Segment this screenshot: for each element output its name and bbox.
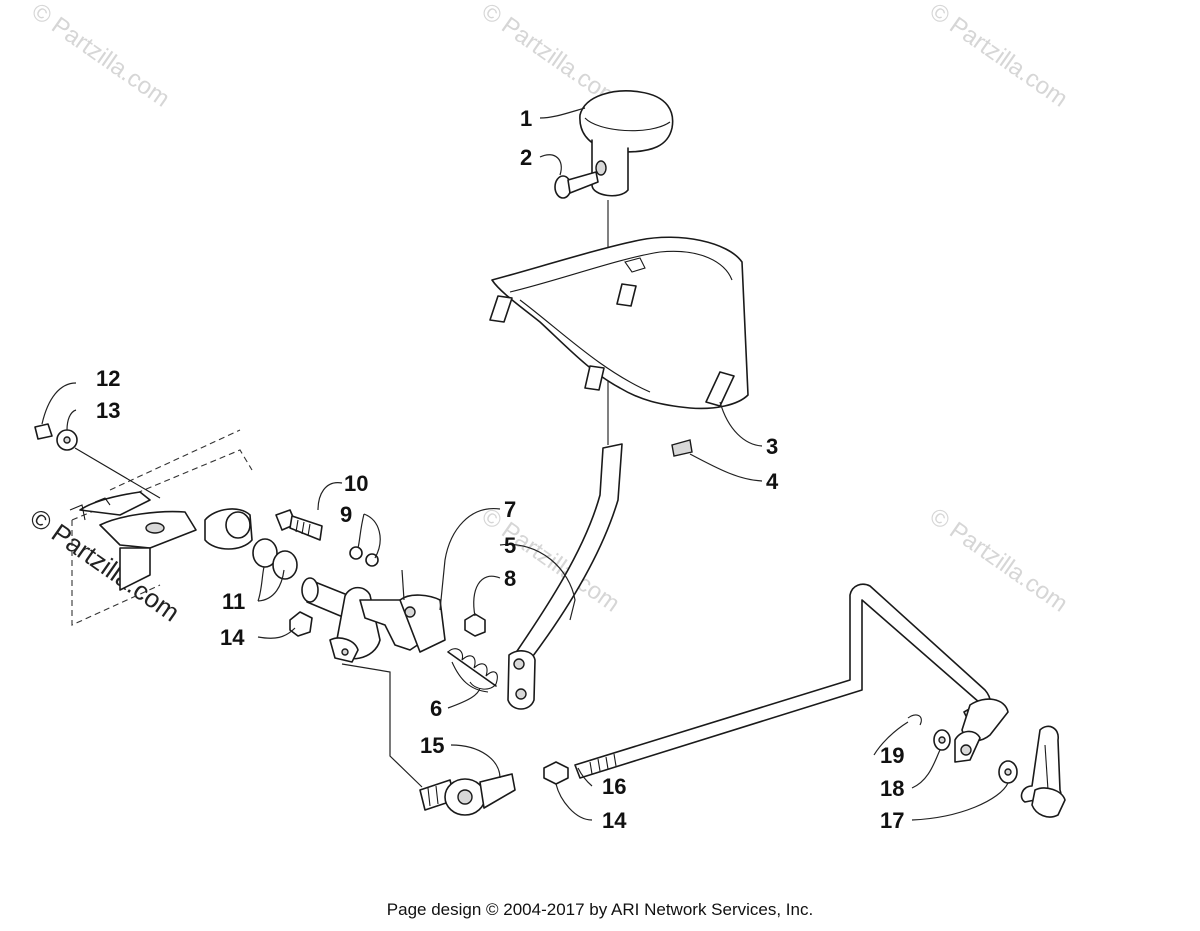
callout-5: 5 [504,533,516,558]
part-clip-3-4 [671,439,693,457]
callout-6: 6 [430,696,442,721]
callout-3: 3 [766,434,778,459]
callout-2: 2 [520,145,532,170]
part-shift-arm [1020,725,1066,818]
callout-15: 15 [420,733,444,758]
callout-labels: 1 2 3 4 5 6 7 8 9 10 11 12 13 14 15 16 1… [96,106,904,833]
part-shift-rod-16 [574,583,1009,779]
watermark-top-right: © Partzilla.com [925,0,1073,113]
callout-19: 19 [880,743,904,768]
callout-13: 13 [96,398,120,423]
part-knob [579,90,674,197]
part-mounting-frame [69,429,253,626]
part-screw-2 [554,171,599,199]
part-shift-lever [507,443,623,710]
part-pivot-bolt-10 [275,509,323,541]
watermark-mid-right: © Partzilla.com [925,503,1073,618]
leader-lines [41,107,1009,821]
part-spring-6 [447,648,498,693]
part-pivot-shaft [301,577,446,663]
part-bolt-washer-12-13 [34,423,161,499]
part-rod-end-15 [419,773,516,816]
part-nut-8 [464,613,486,637]
callout-10: 10 [344,471,368,496]
callout-17: 17 [880,808,904,833]
callout-8: 8 [504,566,516,591]
callout-9: 9 [340,502,352,527]
page-footer: Page design © 2004-2017 by ARI Network S… [386,900,814,919]
callout-16: 16 [602,774,626,799]
callout-18: 18 [880,776,904,801]
watermark-top-left: © Partzilla.com [27,0,175,113]
part-shift-gate [489,236,749,410]
callout-7: 7 [504,497,516,522]
callout-1: 1 [520,106,532,131]
part-nut-14-left [289,611,313,637]
part-orings-11 [252,538,298,580]
part-washers-9 [349,546,379,567]
callout-12: 12 [96,366,120,391]
callout-14-left: 14 [220,625,245,650]
part-nut-14-right [543,761,569,785]
callout-4: 4 [766,469,779,494]
callout-14-right: 14 [602,808,627,833]
callout-11: 11 [222,589,245,614]
